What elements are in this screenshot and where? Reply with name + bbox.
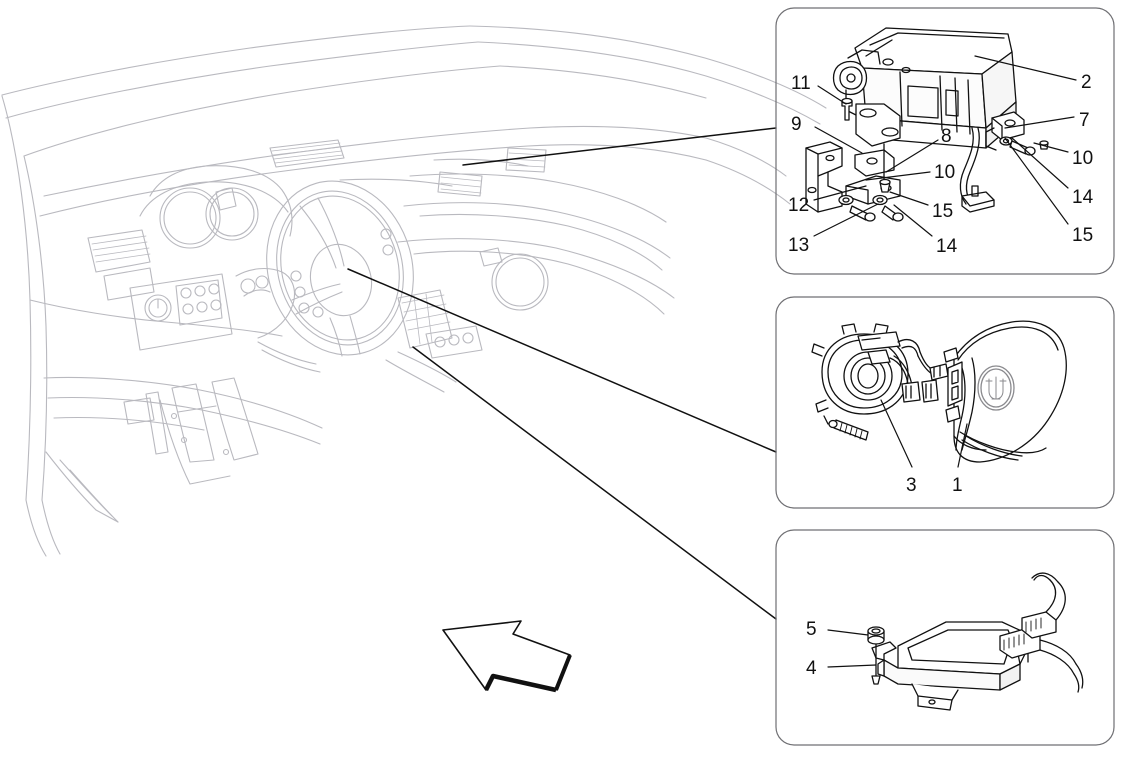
callout-13: 13 — [788, 235, 810, 256]
leader-passenger-airbag — [462, 127, 777, 166]
callout-2: 2 — [1081, 72, 1092, 93]
leader-control-unit — [412, 346, 777, 620]
callout-1: 1 — [952, 475, 963, 496]
callout-12: 12 — [788, 195, 810, 216]
callout-11: 11 — [791, 73, 811, 94]
panel-border-driver-airbag — [775, 296, 1115, 509]
leader-driver-airbag — [347, 268, 777, 453]
panel-border-control-unit — [775, 529, 1115, 746]
callout-10-b: 10 — [1072, 148, 1094, 169]
callout-10-a: 10 — [934, 162, 956, 183]
callout-5: 5 — [806, 619, 817, 640]
callout-7: 7 — [1079, 110, 1090, 131]
direction-arrow — [442, 620, 572, 693]
callout-3: 3 — [906, 475, 917, 496]
callout-15-b: 15 — [1072, 225, 1094, 246]
panel-border-passenger-airbag — [775, 7, 1115, 275]
callout-14-b: 14 — [1072, 187, 1094, 208]
callout-8: 8 — [941, 126, 952, 147]
callout-4: 4 — [806, 658, 817, 679]
callout-14-a: 14 — [936, 236, 958, 257]
callout-15-a: 15 — [932, 201, 954, 222]
callout-9: 9 — [791, 114, 802, 135]
